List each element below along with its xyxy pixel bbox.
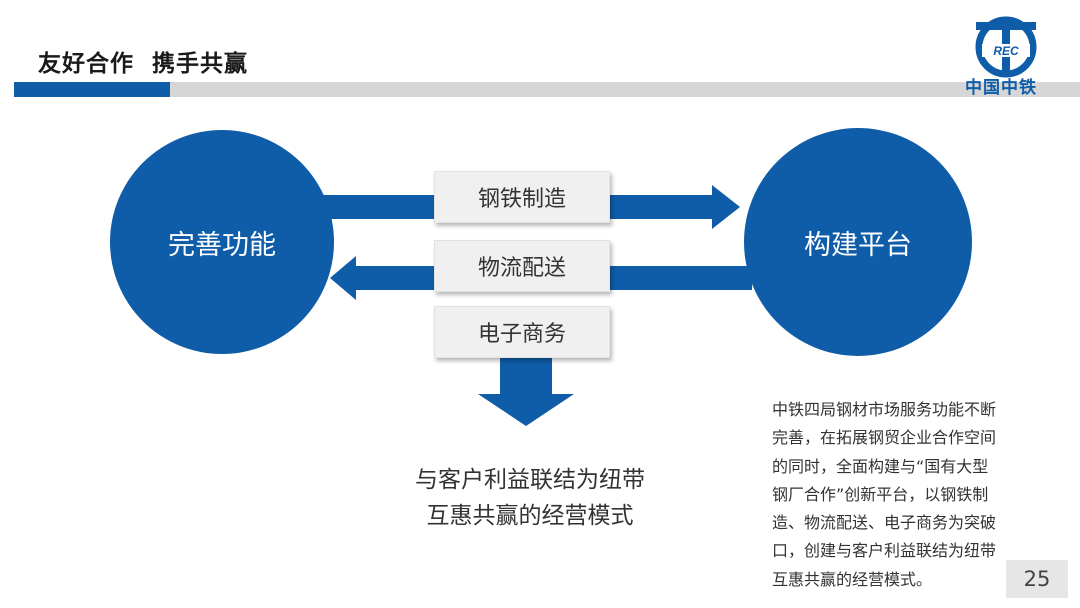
center-caption-line-2: 互惠共赢的经营模式	[426, 503, 634, 529]
description-line: 口，创建与客户利益联结为纽带	[772, 541, 997, 561]
arrow-right-head	[712, 185, 740, 229]
arrow-down-head	[478, 394, 574, 426]
description-line: 造、物流配送、电子商务为突破	[772, 513, 997, 533]
arrow-left-head	[330, 256, 356, 300]
description-line: 互惠共赢的经营模式。	[772, 569, 933, 589]
center-caption-line-1: 与客户利益联结为纽带	[415, 467, 645, 493]
description-line: 完善，在拓展钢贸企业合作空间	[772, 428, 997, 448]
description-line: 的同时，全面构建与“国有大型	[772, 456, 989, 476]
page-number: 25	[1006, 560, 1068, 598]
circle-right-label: 构建平台	[804, 229, 912, 261]
center-caption: 与客户利益联结为纽带 互惠共赢的经营模式	[380, 462, 680, 534]
description-paragraph: 中铁四局钢材市场服务功能不断 完善，在拓展钢贸企业合作空间 的同时，全面构建与“…	[772, 396, 1034, 594]
company-logo-icon: REC	[975, 16, 1037, 78]
box-steel-manufacturing: 钢铁制造	[434, 171, 610, 223]
header-accent-bar	[14, 82, 170, 97]
description-line: 中铁四局钢材市场服务功能不断	[772, 400, 997, 419]
box-logistics: 物流配送	[434, 240, 610, 292]
circle-left-label: 完善功能	[168, 229, 276, 261]
description-line: 钢厂合作”创新平台，以钢铁制	[772, 484, 989, 504]
box-e-commerce: 电子商务	[434, 306, 610, 358]
page-title: 友好合作 携手共赢	[38, 51, 249, 77]
logo-emblem-text: REC	[993, 44, 1019, 58]
company-name: 中国中铁	[965, 78, 1037, 98]
header-divider-bar	[14, 82, 1080, 97]
circle-build-platform: 构建平台	[744, 128, 972, 356]
circle-improve-functions: 完善功能	[110, 130, 334, 354]
